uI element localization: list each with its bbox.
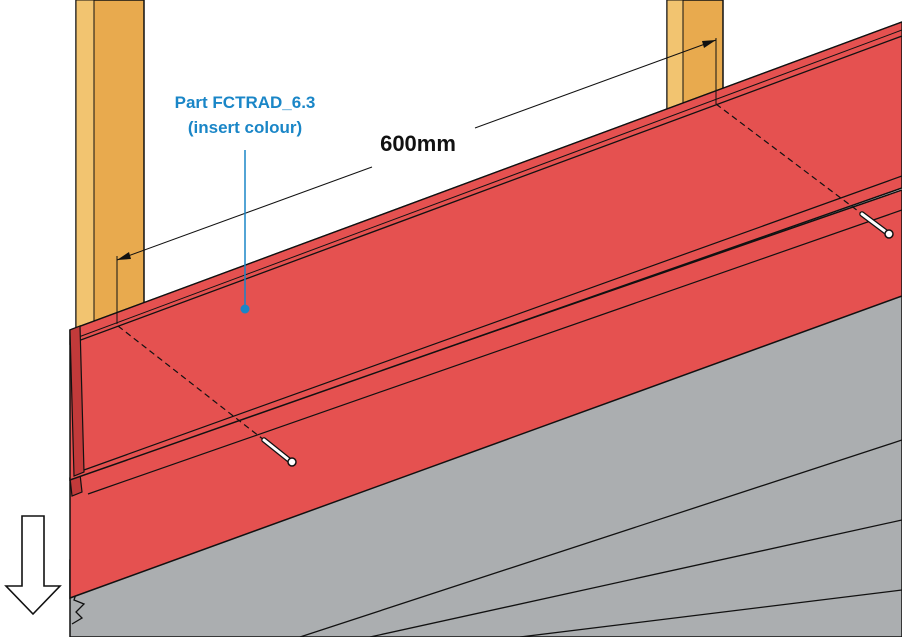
dimension-label: 600mm (380, 131, 456, 156)
nail-right (859, 211, 894, 239)
arrow-down-icon (4, 515, 62, 616)
timber-stud-left (75, 0, 145, 336)
callout-line-2: (insert colour) (188, 118, 302, 137)
red-weatherboard-upper (69, 21, 902, 482)
nail-left (261, 437, 297, 467)
callout-dot (240, 304, 250, 314)
nail-guide-lines (117, 103, 863, 441)
callout-line-1: Part FCTRAD_6.3 (175, 93, 316, 112)
dimension-600mm: 600mm (116, 38, 717, 324)
part-callout: Part FCTRAD_6.3 (insert colour) (175, 93, 316, 314)
